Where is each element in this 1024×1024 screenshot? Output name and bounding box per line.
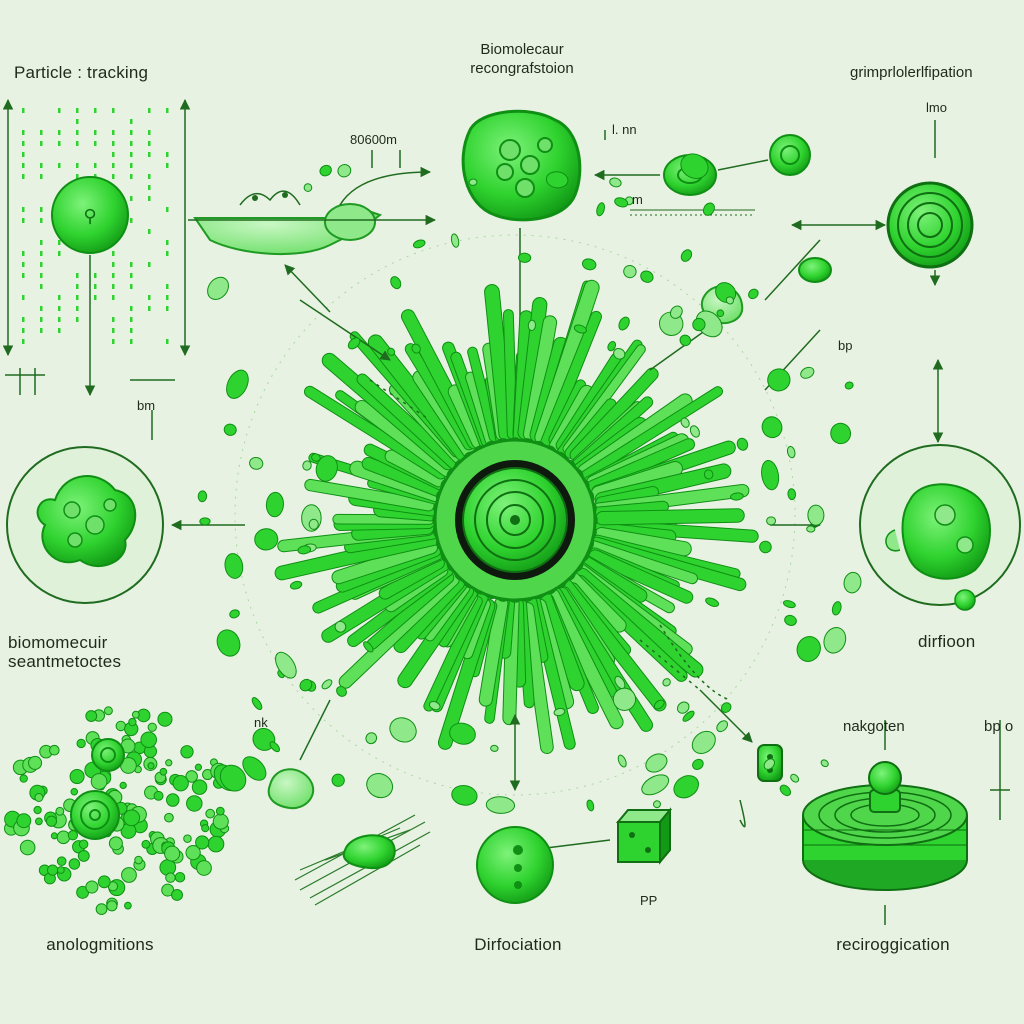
dotted-cell-icon <box>476 826 554 904</box>
concentric-disk-icon <box>764 120 974 444</box>
nucleus-circle-icon <box>770 444 1021 611</box>
label-recognition-title: Biomolecaur recongrafstoion <box>470 40 573 78</box>
layered-disk-icon <box>802 761 968 891</box>
label-scale-nk: nk <box>254 715 268 730</box>
scattered-droplets <box>197 153 862 814</box>
label-bottom-left-title-line1: biomomecuir <box>8 633 108 652</box>
label-bottom-left-caption: anologmitions <box>46 935 154 954</box>
svg-text:⚲: ⚲ <box>83 206 96 227</box>
label-nakgoten: nakgoten <box>843 718 905 735</box>
small-cell-icon-2 <box>267 768 315 810</box>
label-scale-right-top: lmo <box>926 100 947 115</box>
label-bottom-center-caption: Dirfociation <box>474 935 562 954</box>
label-scale-m: m <box>632 192 643 207</box>
label-scale-top-center: l. nn <box>612 122 637 137</box>
label-recognition-title-line2: recongrafstoion <box>470 60 574 77</box>
label-scale-right-mid: bp <box>838 338 853 353</box>
label-recognition-title-line1: Biomolecaur <box>480 41 564 58</box>
recognition-blob-icon <box>461 109 582 330</box>
label-bottom-right-caption: reciroggication <box>836 935 950 954</box>
central-nucleus <box>433 438 597 602</box>
fiber-bundle-icon <box>294 814 431 906</box>
virus-cluster-circle-icon <box>6 446 245 604</box>
label-bottom-left-title-line2: seantmetoctes <box>8 652 122 671</box>
label-bottom-left-title: biomomecuir seantmetoctes <box>8 633 121 671</box>
label-top-right-title: grimprlolerlfipation <box>850 64 973 81</box>
label-scale-pp: PP <box>640 893 658 908</box>
oval-particle-icon <box>593 130 811 216</box>
tracked-particle-icon <box>51 176 129 254</box>
particle-tracking-panel: ⚲ <box>2 98 191 440</box>
radial-guide-circle <box>234 234 796 796</box>
label-scale-bp-right: bp o <box>984 718 1014 735</box>
label-scale-top-left: 80600m <box>350 132 397 147</box>
label-scale-left-mid: bm <box>137 398 156 413</box>
membrane-raft-icon <box>188 150 437 313</box>
cube-block-icon <box>615 807 673 865</box>
label-particle-tracking: Particle : tracking <box>14 63 149 82</box>
particle-cloud-cells <box>70 738 125 840</box>
label-right-mid-title: dirfioon <box>918 632 976 651</box>
